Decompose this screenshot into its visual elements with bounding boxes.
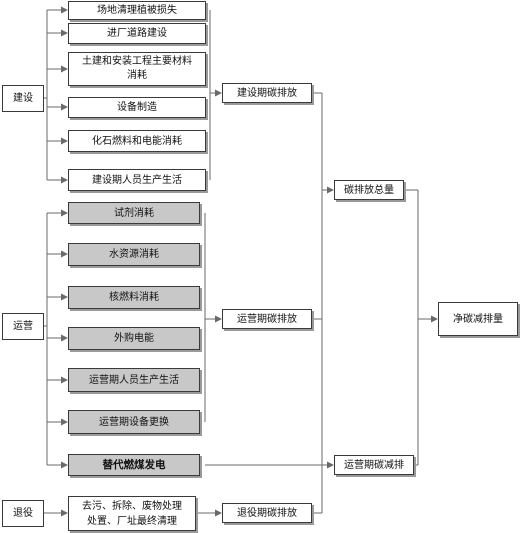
operation-item-nuclear-fuel: 核燃料消耗 xyxy=(68,286,200,309)
construction-emission-box: 建设期碳排放 xyxy=(222,83,312,103)
construction-item-road: 进厂道路建设 xyxy=(68,23,206,44)
total-emission-box: 碳排放总量 xyxy=(334,180,404,200)
decommissioning-item: 去污、拆除、废物处理 处置、厂址最终清理 xyxy=(68,496,196,531)
operation-item-purchased-power: 外购电能 xyxy=(68,327,200,350)
phase-operation: 运营 xyxy=(2,313,44,340)
construction-item-site-clearing: 场地清理植被损失 xyxy=(68,1,206,20)
operation-item-reagents: 试剂消耗 xyxy=(68,202,200,224)
operation-emission-box: 运营期碳排放 xyxy=(222,309,312,329)
operation-item-personnel: 运营期人员生产生活 xyxy=(68,368,200,392)
construction-item-personnel: 建设期人员生产生活 xyxy=(68,169,206,191)
construction-item-materials: 土建和安装工程主要材料 消耗 xyxy=(68,52,206,86)
operation-item-equipment-replacement: 运营期设备更换 xyxy=(68,410,200,434)
operation-item-water: 水资源消耗 xyxy=(68,243,200,266)
construction-item-fuel-power: 化石燃料和电能消耗 xyxy=(68,130,206,152)
phase-construction: 建设 xyxy=(2,85,44,112)
operation-item-coal-replacement: 替代燃煤发电 xyxy=(68,454,200,476)
phase-decommissioning: 退役 xyxy=(2,500,44,527)
operation-reduction-box: 运营期碳减排 xyxy=(334,455,414,475)
construction-item-equipment: 设备制造 xyxy=(68,97,206,118)
decommissioning-emission-box: 退役期碳排放 xyxy=(222,503,312,523)
net-reduction-box: 净碳减排量 xyxy=(438,302,518,336)
